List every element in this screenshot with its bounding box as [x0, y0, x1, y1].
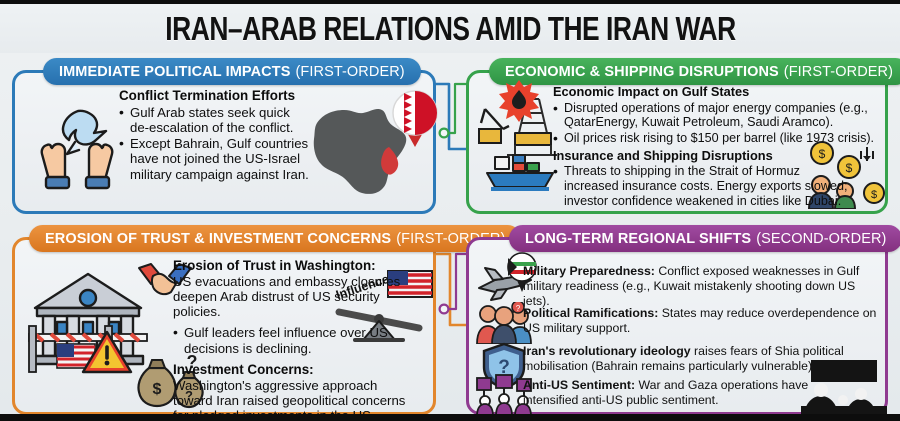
political-bullet-list: Gulf Arab states seek quick de-escalatio… [119, 104, 309, 183]
svg-text:$: $ [871, 189, 877, 201]
trust-heading-2: Investment Concerns: [173, 362, 314, 378]
trust-group-1: Erosion of Trust in Washington: US evacu… [173, 258, 413, 319]
panel-header-economic-main: ECONOMIC & SHIPPING DISRUPTIONS [505, 63, 779, 80]
trust-text-1: US evacuations and embassy closures deep… [173, 273, 401, 320]
list-item: Gulf leaders feel influence over US deci… [173, 324, 413, 356]
economic-bullet-list-2: Threats to shipping in the Strait of Hor… [553, 163, 853, 208]
protest-crowd-icon [475, 374, 533, 414]
political-text-block: Conflict Termination Efforts Gulf Arab s… [119, 88, 309, 182]
panel-header-economic-order: (FIRST-ORDER) [783, 63, 894, 80]
longterm-item-4-lead: Anti-US Sentiment: [523, 378, 636, 392]
panel-economic-shipping-disruptions: ECONOMIC & SHIPPING DISRUPTIONS (FIRST-O… [466, 58, 900, 214]
longterm-item-2-lead: Political Ramifications: [523, 306, 659, 320]
oil-drop-explosion-icon [497, 79, 541, 123]
economic-heading-1: Economic Impact on Gulf States [553, 84, 750, 99]
panel-header-longterm-main: LONG-TERM REGIONAL SHIFTS [525, 230, 752, 247]
kuwait-flag-pin-icon [505, 252, 539, 294]
trust-group-2: Investment Concerns: Washington's aggres… [173, 362, 419, 421]
panel-header-trust: EROSION OF TRUST & INVESTMENT CONCERNS (… [29, 225, 522, 252]
trust-text-2: Washington's aggressive approach toward … [173, 377, 406, 421]
panel-header-economic: ECONOMIC & SHIPPING DISRUPTIONS (FIRST-O… [489, 58, 900, 85]
svg-text:$: $ [819, 147, 826, 161]
list-item: Disrupted operations of major energy com… [553, 100, 883, 130]
trust-text-block: Erosion of Trust in Washington: US evacu… [173, 258, 413, 414]
panel-long-term-regional-shifts: LONG-TERM REGIONAL SHIFTS (SECOND-ORDER) [466, 225, 900, 414]
protest-silhouette-decoration [799, 360, 889, 414]
panel-erosion-of-trust: EROSION OF TRUST & INVESTMENT CONCERNS (… [12, 225, 522, 414]
economic-heading-2: Insurance and Shipping Disruptions [553, 147, 773, 163]
list-item: Except Bahrain, Gulf countries have not … [119, 135, 309, 182]
economic-text-block: Economic Impact on Gulf States Disrupted… [553, 84, 883, 208]
dove-in-hands-icon [29, 99, 125, 195]
page-title: IRAN–ARAB RELATIONS AMID THE IRAN WAR [164, 9, 736, 47]
bahrain-flag-pin-icon [389, 89, 441, 151]
us-flag-icon [387, 270, 433, 300]
panel-header-longterm: LONG-TERM REGIONAL SHIFTS (SECOND-ORDER) [509, 225, 900, 252]
longterm-item-3: Iran's revolutionary ideology raises fea… [523, 344, 879, 374]
longterm-item-3-text: raises fears of Shia political mobilisat… [523, 344, 844, 373]
arabian-peninsula-map-icon [297, 89, 425, 209]
longterm-item-2: Political Ramifications: States may redu… [523, 306, 879, 336]
panel-header-political-main: IMMEDIATE POLITICAL IMPACTS [59, 63, 291, 80]
economic-bullet-list-1: Disrupted operations of major energy com… [553, 100, 883, 146]
political-heading: Conflict Termination Efforts [119, 88, 296, 103]
money-bag-question-icon: $ ? ? [135, 352, 205, 410]
poster-title-bar: IRAN–ARAB RELATIONS AMID THE IRAN WAR [0, 4, 900, 53]
svg-text:?: ? [187, 352, 198, 372]
svg-text:?: ? [185, 388, 193, 403]
panel-header-political-order: (FIRST-ORDER) [295, 63, 405, 80]
longterm-item-1-text: Conflict exposed weaknesses in Gulf mili… [523, 264, 860, 308]
panel-header-political: IMMEDIATE POLITICAL IMPACTS (FIRST-ORDER… [43, 58, 421, 85]
longterm-item-1-lead: Military Preparedness: [523, 264, 655, 278]
trust-heading-1: Erosion of Trust in Washington: [173, 258, 376, 273]
longterm-item-1: Military Preparedness: Conflict exposed … [523, 264, 879, 308]
panel-header-trust-main: EROSION OF TRUST & INVESTMENT CONCERNS [45, 230, 392, 247]
warning-triangle-icon [81, 329, 133, 375]
longterm-item-2-text: States may reduce overdependence on US m… [523, 306, 877, 335]
list-item: Threats to shipping in the Strait of Hor… [553, 163, 853, 208]
svg-text:$: $ [153, 381, 162, 398]
container-ship-icon [483, 151, 557, 197]
svg-text:?: ? [498, 357, 510, 378]
svg-text:?: ? [516, 304, 521, 313]
list-item: Oil prices risk rising to $150 per barre… [553, 130, 883, 146]
crowd-discussion-icon: ? [475, 302, 533, 344]
panel-header-longterm-order: (SECOND-ORDER) [756, 230, 887, 247]
longterm-item-4-text: War and Gaza operations have intensified… [523, 378, 809, 407]
trust-bullet-list: Gulf leaders feel influence over US deci… [173, 324, 413, 356]
panel-immediate-political-impacts: IMMEDIATE POLITICAL IMPACTS (FIRST-ORDER… [12, 58, 438, 214]
longterm-item-3-lead: Iran's revolutionary ideology [523, 344, 691, 358]
oil-rig-icon [477, 93, 557, 163]
handshake-icon [137, 262, 193, 298]
list-item: Gulf Arab states seek quick de-escalatio… [119, 104, 309, 136]
longterm-item-4: Anti-US Sentiment: War and Gaza operatio… [523, 378, 833, 408]
